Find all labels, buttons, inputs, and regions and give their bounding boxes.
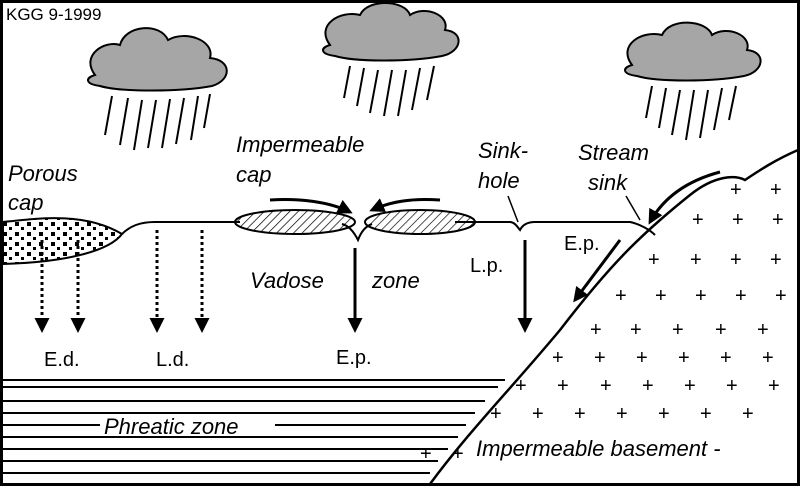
impermeable-cap-label-1: Impermeable (236, 132, 364, 157)
sinkhole-label-2: hole (478, 168, 520, 193)
vadose-label: Vadose (250, 268, 324, 293)
svg-text:+: + (452, 443, 464, 465)
stream-sink-label-1: Stream (578, 140, 649, 165)
cap-sink-dip (341, 223, 373, 243)
sinkhole-pointer (507, 195, 519, 223)
ed-label: E.d. (44, 349, 80, 371)
flow-arrows (34, 170, 721, 333)
impermeable-cap-left (234, 209, 356, 235)
svg-text:+: + (692, 209, 704, 231)
ep-right-label: E.p. (564, 233, 600, 255)
porous-cap-label-1: Porous (8, 161, 78, 186)
svg-text:+: + (636, 347, 648, 369)
svg-text:+: + (762, 347, 774, 369)
svg-text:+: + (594, 347, 606, 369)
porous-cap-label-2: cap (8, 190, 43, 215)
svg-text:+: + (616, 403, 628, 425)
svg-text:+: + (630, 319, 642, 341)
rain-center (343, 65, 435, 117)
impermeable-cap-label-2: cap (236, 162, 271, 187)
svg-text:+: + (600, 375, 612, 397)
phreatic-zone-label: Phreatic zone (104, 414, 239, 439)
svg-text:+: + (590, 319, 602, 341)
stream-sink-label-2: sink (588, 170, 628, 195)
svg-text:+: + (726, 375, 738, 397)
svg-text:+: + (742, 403, 754, 425)
svg-text:+: + (720, 347, 732, 369)
svg-text:+: + (695, 285, 707, 307)
svg-text:+: + (730, 249, 742, 271)
svg-text:+: + (690, 249, 702, 271)
svg-text:+: + (552, 347, 564, 369)
svg-text:+: + (757, 319, 769, 341)
svg-text:+: + (770, 249, 782, 271)
svg-text:+: + (532, 403, 544, 425)
cloud-right (624, 21, 762, 82)
cloud-left (87, 27, 228, 92)
cloud-center (322, 2, 460, 62)
svg-text:+: + (684, 375, 696, 397)
sinkhole-label-1: Sink- (478, 138, 528, 163)
lp-label: L.p. (470, 255, 503, 277)
svg-text:+: + (672, 319, 684, 341)
impermeable-basement-label: Impermeable basement - (476, 436, 721, 461)
impermeable-cap-right (364, 209, 476, 235)
svg-text:+: + (730, 179, 742, 201)
svg-text:+: + (715, 319, 727, 341)
svg-text:+: + (658, 403, 670, 425)
credit-label: KGG 9-1999 (6, 5, 101, 24)
svg-text:+: + (732, 209, 744, 231)
zone-label: zone (371, 268, 420, 293)
basement-texture: ++ +++ ++++ +++++ +++++ ++++++ +++++++ +… (420, 179, 787, 465)
svg-text:+: + (655, 285, 667, 307)
svg-text:+: + (768, 375, 780, 397)
svg-text:+: + (490, 403, 502, 425)
ground-surface (121, 221, 656, 236)
svg-text:+: + (735, 285, 747, 307)
phreatic-layers (3, 379, 505, 474)
svg-text:+: + (420, 443, 432, 465)
ep-center-label: E.p. (336, 347, 372, 369)
svg-text:+: + (574, 403, 586, 425)
svg-text:+: + (642, 375, 654, 397)
svg-text:+: + (615, 285, 627, 307)
arrow-cap-right (369, 198, 441, 212)
rain-left (104, 93, 211, 151)
svg-text:+: + (557, 375, 569, 397)
arrow-ep-right (573, 239, 622, 303)
svg-text:+: + (700, 403, 712, 425)
basement-boundary (428, 148, 799, 485)
arrow-stream (648, 170, 721, 225)
rain-right (645, 85, 737, 141)
svg-text:+: + (775, 285, 787, 307)
arrow-cap-left (269, 198, 353, 214)
stream-sink-pointer (625, 195, 641, 221)
svg-text:+: + (515, 375, 527, 397)
svg-text:+: + (772, 209, 784, 231)
svg-text:+: + (678, 347, 690, 369)
svg-text:+: + (648, 249, 660, 271)
svg-text:+: + (770, 179, 782, 201)
ld-label: L.d. (156, 349, 189, 371)
porous-cap (1, 217, 124, 266)
